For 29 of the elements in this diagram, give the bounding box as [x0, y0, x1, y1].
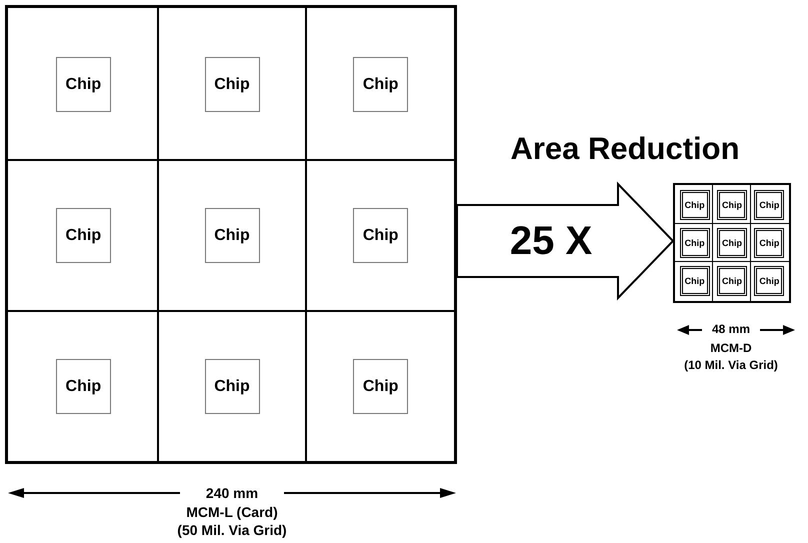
- dimension-label: 240 mm: [206, 486, 258, 500]
- chip-box: Chip: [717, 266, 747, 296]
- module-board: [673, 183, 791, 303]
- chip-box: Chip: [754, 228, 784, 258]
- chip-box: Chip: [56, 208, 111, 263]
- chip-box: Chip: [353, 57, 408, 112]
- caption-text: MCM-D: [710, 342, 752, 354]
- caption-text: MCM-L (Card): [186, 505, 278, 519]
- chip-box: Chip: [680, 266, 710, 296]
- chip-box: Chip: [56, 359, 111, 414]
- chip-box: Chip: [680, 228, 710, 258]
- chip-box: Chip: [204, 359, 260, 414]
- chip-box: Chip: [717, 228, 747, 258]
- caption-text: (10 Mil. Via Grid): [684, 359, 778, 371]
- chip-box: Chip: [754, 266, 784, 296]
- chip-box: Chip: [353, 359, 408, 414]
- heading: Area Reduction: [510, 133, 740, 164]
- module-board: [5, 5, 457, 464]
- chip-box: Chip: [754, 190, 784, 220]
- chip-box: Chip: [353, 208, 408, 263]
- chip-box: Chip: [204, 208, 260, 263]
- caption-text: (50 Mil. Via Grid): [177, 523, 287, 537]
- chip-box: Chip: [680, 190, 710, 220]
- chip-box: Chip: [56, 57, 111, 112]
- block-arrow: [456, 182, 674, 300]
- chip-box: Chip: [204, 57, 260, 112]
- edge-label: 25 X: [510, 221, 592, 261]
- dimension-label: 48 mm: [712, 323, 750, 335]
- chip-box: Chip: [717, 190, 747, 220]
